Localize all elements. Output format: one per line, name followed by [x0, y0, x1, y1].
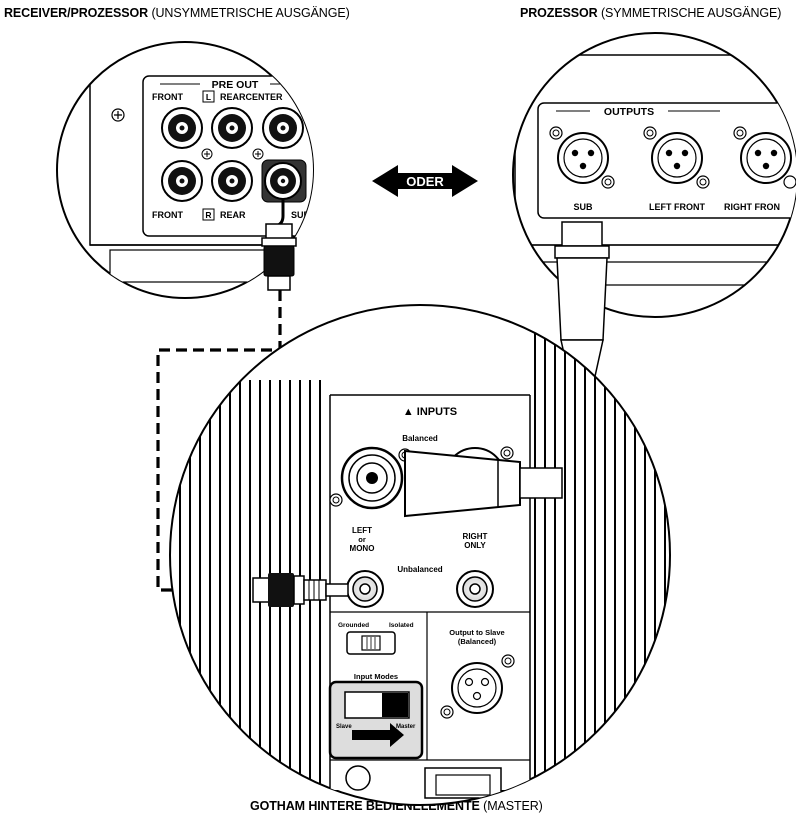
right-label-1: RIGHT [463, 532, 488, 541]
left-label-3: MONO [350, 544, 375, 553]
rca-jack-rear-l [211, 107, 253, 149]
caption-processor-bold: PROZESSOR [520, 6, 598, 20]
grounded-label: Grounded [338, 622, 369, 629]
rear-center-label: REARCENTER [220, 92, 283, 102]
xlr-female-right-front [733, 126, 796, 189]
master-label: Master [396, 724, 416, 730]
balanced-label: Balanced [402, 434, 438, 443]
rca-input-left [346, 570, 384, 608]
rca-plug-gotham [252, 573, 349, 607]
rca-jack-rear-r [211, 160, 253, 202]
oder-label: ODER [406, 174, 444, 189]
left-label-2: or [358, 535, 366, 544]
xlr-output-to-slave [440, 654, 515, 719]
rear-bottom-label: REAR [220, 210, 246, 220]
caption-receiver-normal: (UNSYMMETRISCHE AUSGÄNGE) [151, 6, 350, 20]
ground-lift-switch [346, 631, 396, 655]
xlr-female-sub [549, 126, 615, 189]
front-top-label: FRONT [152, 92, 183, 102]
sub-label-receiver: SUB [291, 210, 311, 220]
caption-gotham-normal: (MASTER) [483, 799, 543, 813]
inputs-header: ▲ INPUTS [403, 406, 457, 418]
caption-processor-normal: (SYMMETRISCHE AUSGÄNGE) [600, 6, 782, 20]
slave-label: Slave [336, 724, 352, 730]
oder-double-arrow: ODER [372, 165, 478, 197]
l-badge: L [206, 92, 211, 102]
output-slave-label-2: (Balanced) [458, 637, 497, 646]
rca-jack-front-r [161, 160, 203, 202]
processor-zoom-circle: OUTPUTS SU [512, 32, 796, 401]
unbalanced-label: Unbalanced [397, 565, 442, 574]
caption-receiver-bold: RECEIVER/PROZESSOR [4, 6, 149, 20]
gotham-zoom-circle: ▲ INPUTS Balanced LEFT [169, 304, 671, 806]
input-modes-label: Input Modes [354, 672, 398, 681]
rca-jack-sub [261, 159, 307, 203]
caption-receiver: RECEIVER/PROZESSOR (UNSYMMETRISCHE AUSGÄ… [4, 6, 350, 20]
r-badge: R [205, 210, 211, 220]
caption-processor: PROZESSOR (SYMMETRISCHE AUSGÄNGE) [520, 6, 781, 20]
output-slave-label-1: Output to Slave [449, 628, 504, 637]
rca-jack-front-l [161, 107, 203, 149]
front-bottom-label: FRONT [152, 210, 183, 220]
left-front-label: LEFT FRONT [649, 202, 705, 212]
sub-label-processor: SUB [573, 202, 593, 212]
combo-jack-left [329, 446, 412, 510]
left-label-1: LEFT [352, 526, 372, 535]
outputs-header: OUTPUTS [604, 106, 654, 118]
xlr-plug-gotham [404, 449, 563, 518]
rca-cable-dashed [156, 290, 282, 592]
rca-input-right [456, 570, 494, 608]
right-front-label: RIGHT FRON [724, 202, 780, 212]
pre-out-header: PRE OUT [212, 79, 259, 91]
right-label-2: ONLY [464, 541, 486, 550]
isolated-label: Isolated [389, 622, 414, 629]
receiver-zoom-circle: PRE OUT FRONT L REARCENTER [56, 41, 314, 299]
xlr-female-left-front [643, 126, 710, 189]
rca-plug-receiver [261, 223, 297, 291]
input-modes-switch [328, 680, 424, 760]
rca-jack-center [262, 107, 304, 149]
